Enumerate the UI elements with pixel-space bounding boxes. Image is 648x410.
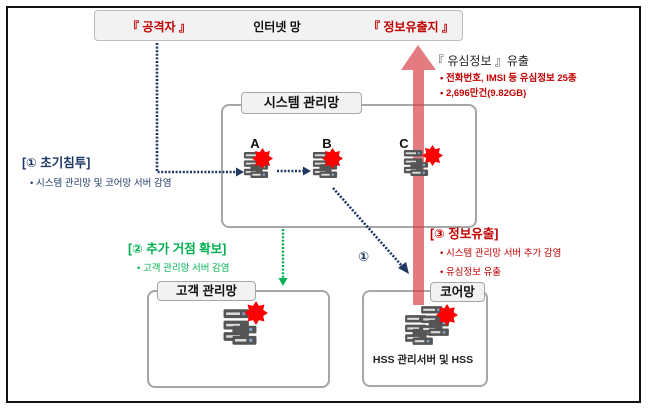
stage3-item: 시스템 관리망 서버 추가 감염	[440, 245, 561, 259]
infection-a-icon	[251, 147, 274, 170]
leak-site-label: 『 정보유출지 』	[368, 20, 454, 34]
stage3-title: [③ 정보유출]	[430, 227, 499, 241]
lateral-move-arrowhead	[278, 278, 288, 286]
internet-label: 인터넷 망	[253, 20, 301, 34]
diagram-frame	[6, 6, 641, 403]
intrusion-path-line	[155, 43, 236, 174]
stage1-title: [① 초기침투]	[22, 156, 91, 170]
leak-summary-title: 『 유심정보 』유출	[432, 54, 529, 68]
infection-c-icon	[421, 144, 444, 167]
leak-summary-item: 2,696만건(9.82GB)	[440, 85, 526, 99]
stage3-item: 유심정보 유출	[440, 264, 501, 278]
server-c-icon	[403, 150, 429, 176]
infection-hss-icon	[436, 304, 458, 326]
b-to-core-line	[332, 187, 403, 267]
intrusion-arrowhead	[236, 167, 244, 177]
customer-network-tab: 고객 관리망	[157, 281, 256, 301]
system-network-tab: 시스템 관리망	[241, 92, 362, 114]
infection-b-icon	[321, 147, 344, 170]
server-b-label: B	[322, 136, 332, 151]
infection-customer-icon	[244, 301, 268, 325]
stage1-item: 시스템 관리망 및 코어망 서버 감염	[30, 175, 172, 189]
hss-caption: HSS 관리서버 및 HSS	[372, 354, 474, 366]
internet-bar: 『 공격자 』 인터넷 망 『 정보유출지 』	[94, 10, 463, 41]
server-c-label: C	[399, 136, 409, 151]
stage2-title: [② 추가 거점 확보]	[128, 242, 227, 256]
stage2-item: 고객 관리망 서버 감염	[137, 260, 230, 274]
b-to-core-arrowhead	[398, 262, 409, 274]
core-network-tab: 코어망	[430, 282, 485, 302]
path-label: ①	[358, 250, 369, 265]
leak-summary-item: 전화번호, IMSI 등 유심정보 25종	[440, 70, 577, 84]
a-to-b-arrowhead	[303, 166, 311, 176]
attacker-label: 『 공격자 』	[127, 20, 191, 34]
server-a-label: A	[250, 136, 260, 151]
